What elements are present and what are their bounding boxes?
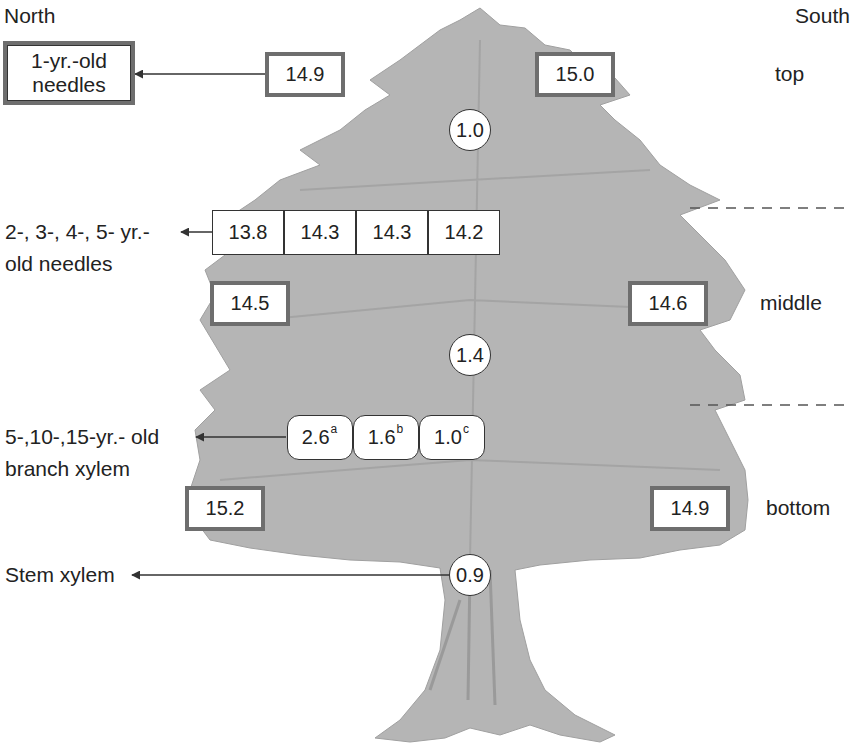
- rounded-cell: 2.6a: [287, 415, 353, 460]
- value-circle: 0.9: [449, 554, 491, 596]
- node-text: 0.9: [456, 563, 484, 587]
- value-circle: 1.4: [449, 334, 491, 376]
- category-label: Stem xylem: [5, 559, 115, 591]
- dashed-divider: [690, 404, 848, 406]
- compass-label: North: [4, 0, 55, 32]
- dashed-divider: [690, 207, 848, 209]
- node-text: 1.0: [456, 118, 484, 142]
- node-text: 15.2: [206, 496, 245, 520]
- node-text: 14.5: [231, 291, 270, 315]
- value-box: 14.9: [650, 486, 730, 531]
- value-box: 15.2: [185, 486, 265, 531]
- edge-group: [135, 74, 265, 75]
- value-box: 14.6: [628, 281, 708, 326]
- node-text: 14.3: [373, 220, 412, 244]
- node-text: 14.6: [649, 291, 688, 315]
- node-text: 15.0: [556, 62, 595, 86]
- node-text: 2.6: [302, 425, 330, 449]
- table-cell: 14.3: [356, 210, 428, 255]
- superscript-mark: c: [463, 422, 469, 436]
- node-text: 1.4: [456, 343, 484, 367]
- node-text: 1.6: [368, 425, 396, 449]
- connector-arrow: [135, 73, 265, 75]
- node-text: 14.2: [445, 220, 484, 244]
- superscript-mark: a: [331, 422, 338, 436]
- value-circle: 1.0: [449, 109, 491, 151]
- rounded-cell: 1.0c: [419, 415, 485, 460]
- table-cell: 14.2: [428, 210, 500, 255]
- node-text: 13.8: [229, 220, 268, 244]
- leader-arrow: [132, 574, 449, 576]
- zone-label: bottom: [766, 492, 830, 524]
- node-text: 1-yr.-old needles: [15, 49, 123, 97]
- zone-label: top: [775, 58, 804, 90]
- leader-arrow: [196, 436, 286, 438]
- node-text: 14.9: [286, 62, 325, 86]
- table-cell: 13.8: [212, 210, 284, 255]
- node-text: 1.0: [434, 425, 462, 449]
- leader-arrow: [181, 231, 212, 233]
- branch-shade: [220, 40, 720, 560]
- node-text: 14.9: [671, 496, 710, 520]
- table-cell: 14.3: [284, 210, 356, 255]
- category-label: 5-,10-,15-yr.- old branch xylem: [5, 421, 175, 485]
- value-box: 14.5: [210, 281, 290, 326]
- conifer-silhouette: [190, 8, 748, 742]
- category-label: 2-, 3-, 4-, 5- yr.-old needles: [5, 216, 175, 280]
- compass-label: South: [795, 0, 850, 32]
- value-box: 15.0: [535, 52, 615, 97]
- value-box: 14.9: [265, 52, 345, 97]
- zone-label: middle: [760, 287, 822, 319]
- label-box: 1-yr.-old needles: [3, 41, 135, 105]
- superscript-mark: b: [397, 422, 404, 436]
- node-text: 14.3: [301, 220, 340, 244]
- rounded-cell: 1.6b: [353, 415, 419, 460]
